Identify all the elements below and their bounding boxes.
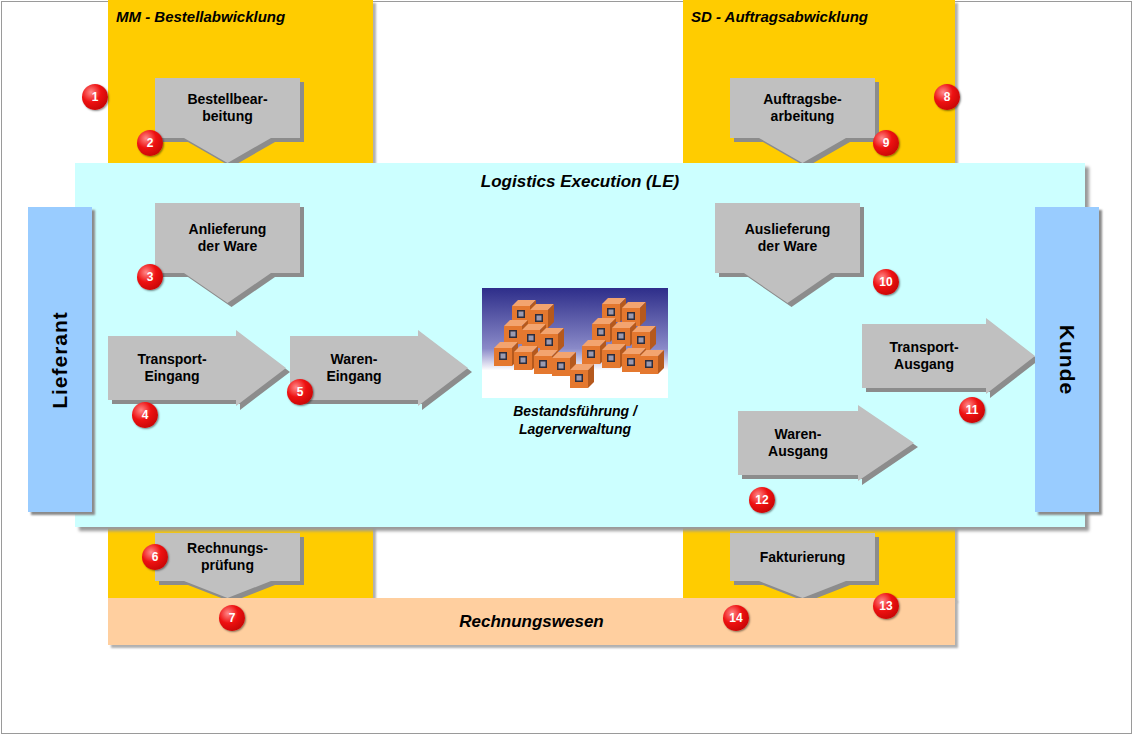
callout-number: 6 — [142, 544, 168, 570]
partner-label: Kunde — [1055, 324, 1079, 394]
callout-number: 5 — [287, 379, 313, 405]
callout-number: 9 — [873, 130, 899, 156]
partner-label: Lieferant — [48, 311, 72, 409]
callout-number: 2 — [137, 130, 163, 156]
process-label: Transport- Ausgang — [877, 339, 972, 373]
callout-number: 4 — [132, 402, 158, 428]
arrow-body — [862, 318, 1035, 394]
callout-number: 10 — [873, 269, 899, 295]
process-arrow: Waren- Ausgang — [738, 405, 914, 481]
callout-number: 7 — [219, 605, 245, 631]
arrow-body — [155, 203, 300, 303]
process-label: Transport- Eingang — [125, 351, 220, 385]
arrow-body — [715, 203, 860, 303]
process-label: Fakturierung — [760, 549, 846, 566]
arrow-shape — [715, 203, 865, 308]
partner-bar: Kunde — [1035, 207, 1099, 512]
band-title: Logistics Execution (LE) — [75, 163, 1085, 192]
arrow-shape — [738, 405, 919, 486]
callout-number: 1 — [82, 84, 108, 110]
partner-bar: Lieferant — [28, 207, 92, 512]
process-label: Waren- Ausgang — [751, 426, 846, 460]
process-label: Auslieferung der Ware — [740, 221, 835, 255]
process-arrow: Bestellbear- beitung — [155, 78, 300, 163]
panel-title: MM - Bestellabwicklung — [116, 8, 285, 25]
callout-number: 11 — [959, 397, 985, 423]
arrow-body — [738, 405, 914, 481]
process-arrow: Auslieferung der Ware — [715, 203, 860, 303]
process-arrow: Auftragsbe- arbeitung — [730, 78, 875, 163]
process-arrow: Transport- Ausgang — [862, 318, 1035, 394]
process-label: Waren- Eingang — [307, 351, 402, 385]
callout-number: 13 — [873, 593, 899, 619]
arrow-body — [730, 533, 875, 598]
arrow-shape — [730, 533, 880, 603]
callout-number: 14 — [723, 605, 749, 631]
band-title: Rechnungswesen — [459, 612, 604, 632]
arrow-shape — [155, 203, 305, 308]
process-label: Bestellbear- beitung — [180, 91, 275, 125]
illustration-caption: Bestandsführung / Lagerverwaltung — [495, 402, 655, 438]
callout-number: 8 — [934, 84, 960, 110]
process-arrow: Transport- Eingang — [108, 330, 286, 406]
arrow-body — [290, 330, 468, 406]
callout-number: 12 — [749, 487, 775, 513]
arrow-body — [108, 330, 286, 406]
process-arrow: Rechnungs- prüfung — [155, 533, 300, 598]
process-arrow: Waren- Eingang — [290, 330, 468, 406]
process-label: Rechnungs- prüfung — [180, 540, 275, 574]
callout-number: 3 — [137, 264, 163, 290]
process-arrow: Fakturierung — [730, 533, 875, 598]
process-arrow: Anlieferung der Ware — [155, 203, 300, 303]
arrow-body — [155, 533, 300, 598]
arrow-body — [730, 78, 875, 163]
process-label: Auftragsbe- arbeitung — [755, 91, 850, 125]
panel-title: SD - Auftragsabwicklung — [691, 8, 868, 25]
process-label: Anlieferung der Ware — [180, 221, 275, 255]
arrow-body — [155, 78, 300, 163]
warehouse-illustration — [482, 288, 668, 398]
